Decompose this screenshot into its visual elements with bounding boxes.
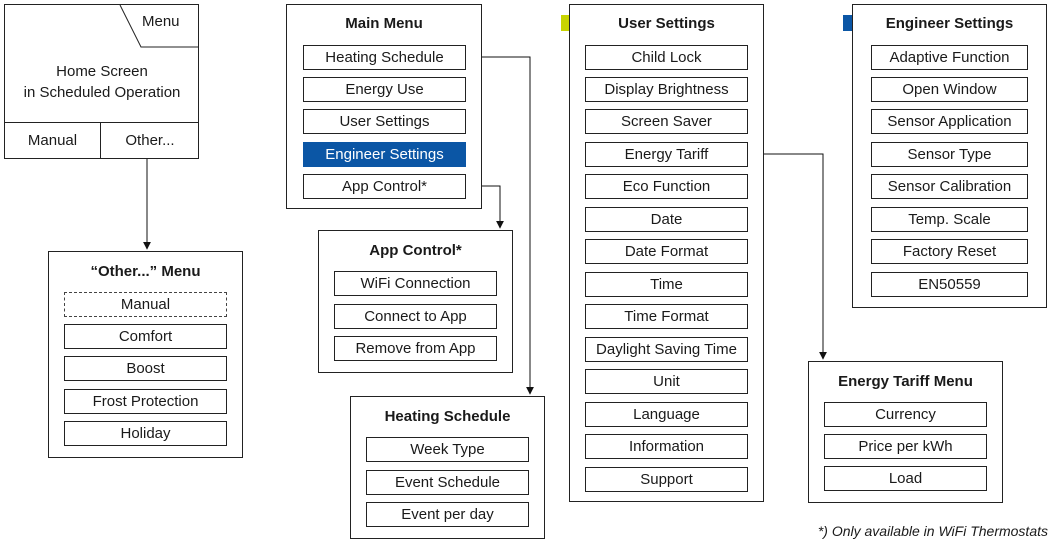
other-menu-item-comfort[interactable]: Comfort <box>64 324 227 349</box>
main-menu-title: Main Menu <box>345 15 423 32</box>
user-settings-item-display-brightness[interactable]: Display Brightness <box>585 77 748 102</box>
other-menu-item-manual[interactable]: Manual <box>64 292 227 317</box>
energy-tariff-item-currency[interactable]: Currency <box>824 402 987 427</box>
app-control-item-wifi-connection[interactable]: WiFi Connection <box>334 271 497 296</box>
energy-tariff-menu: Energy Tariff Menu Currency Price per kW… <box>808 361 1003 503</box>
engineer-settings-item-adaptive-function[interactable]: Adaptive Function <box>871 45 1028 70</box>
heating-schedule-menu: Heating Schedule Week Type Event Schedul… <box>350 396 545 539</box>
home-screen-line-1: Home Screen <box>56 63 148 80</box>
other-menu-item-boost[interactable]: Boost <box>64 356 227 381</box>
user-settings-item-unit[interactable]: Unit <box>585 369 748 394</box>
energy-tariff-item-load[interactable]: Load <box>824 466 987 491</box>
user-settings-item-child-lock[interactable]: Child Lock <box>585 45 748 70</box>
menu-tab-shape <box>119 4 199 48</box>
main-menu-item-user-settings[interactable]: User Settings <box>303 109 466 134</box>
other-menu: “Other...” Menu Manual Comfort Boost Fro… <box>48 251 243 458</box>
other-menu-item-frost-protection[interactable]: Frost Protection <box>64 389 227 414</box>
other-tab[interactable]: Other... <box>125 132 175 149</box>
app-control-title: App Control* <box>369 242 462 259</box>
heating-schedule-item-week-type[interactable]: Week Type <box>366 437 529 462</box>
main-menu: Main Menu Heating Schedule Energy Use Us… <box>286 4 482 209</box>
engineer-settings-title: Engineer Settings <box>885 15 1014 32</box>
other-menu-title: “Other...” Menu <box>90 263 201 280</box>
heating-schedule-item-event-schedule[interactable]: Event Schedule <box>366 470 529 495</box>
other-menu-item-holiday[interactable]: Holiday <box>64 421 227 446</box>
engineer-settings-item-sensor-application[interactable]: Sensor Application <box>871 109 1028 134</box>
user-settings-item-date[interactable]: Date <box>585 207 748 232</box>
connector-heating-schedule <box>465 56 534 395</box>
home-tab-divider <box>5 122 198 123</box>
energy-tariff-menu-title: Energy Tariff Menu <box>838 373 973 390</box>
energy-tariff-item-price-per-kwh[interactable]: Price per kWh <box>824 434 987 459</box>
menu-label[interactable]: Menu <box>142 13 180 30</box>
user-settings-item-information[interactable]: Information <box>585 434 748 459</box>
engineer-settings-menu: Engineer Settings Adaptive Function Open… <box>852 4 1047 308</box>
app-control-item-remove-from-app[interactable]: Remove from App <box>334 336 497 361</box>
footnote: *) Only available in WiFi Thermostats <box>817 523 1048 539</box>
main-menu-item-app-control[interactable]: App Control* <box>303 174 466 199</box>
engineer-settings-item-open-window[interactable]: Open Window <box>871 77 1028 102</box>
heating-schedule-item-event-per-day[interactable]: Event per day <box>366 502 529 527</box>
main-menu-item-energy-use[interactable]: Energy Use <box>303 77 466 102</box>
user-settings-item-language[interactable]: Language <box>585 402 748 427</box>
user-settings-item-daylight-saving-time[interactable]: Daylight Saving Time <box>585 337 748 362</box>
user-settings-item-time[interactable]: Time <box>585 272 748 297</box>
heating-schedule-title: Heating Schedule <box>384 408 511 425</box>
user-settings-item-eco-function[interactable]: Eco Function <box>585 174 748 199</box>
app-control-item-connect-to-app[interactable]: Connect to App <box>334 304 497 329</box>
main-menu-item-heating-schedule[interactable]: Heating Schedule <box>303 45 466 70</box>
user-settings-item-support[interactable]: Support <box>585 467 748 492</box>
engineer-settings-item-sensor-type[interactable]: Sensor Type <box>871 142 1028 167</box>
user-settings-item-date-format[interactable]: Date Format <box>585 239 748 264</box>
main-menu-item-engineer-settings[interactable]: Engineer Settings <box>303 142 466 167</box>
user-settings-menu: User Settings Child Lock Display Brightn… <box>569 4 764 502</box>
connector-energy-tariff <box>747 153 827 360</box>
home-screen-line-2: in Scheduled Operation <box>23 84 181 101</box>
home-screen: Menu Home Screen in Scheduled Operation … <box>4 4 199 159</box>
user-settings-title: User Settings <box>618 15 715 32</box>
engineer-settings-item-en50559[interactable]: EN50559 <box>871 272 1028 297</box>
app-control-menu: App Control* WiFi Connection Connect to … <box>318 230 513 373</box>
engineer-settings-item-sensor-calibration[interactable]: Sensor Calibration <box>871 174 1028 199</box>
user-settings-item-screen-saver[interactable]: Screen Saver <box>585 109 748 134</box>
user-settings-item-energy-tariff[interactable]: Energy Tariff <box>585 142 748 167</box>
user-settings-item-time-format[interactable]: Time Format <box>585 304 748 329</box>
engineer-settings-item-temp-scale[interactable]: Temp. Scale <box>871 207 1028 232</box>
manual-tab[interactable]: Manual <box>5 122 101 159</box>
engineer-settings-item-factory-reset[interactable]: Factory Reset <box>871 239 1028 264</box>
